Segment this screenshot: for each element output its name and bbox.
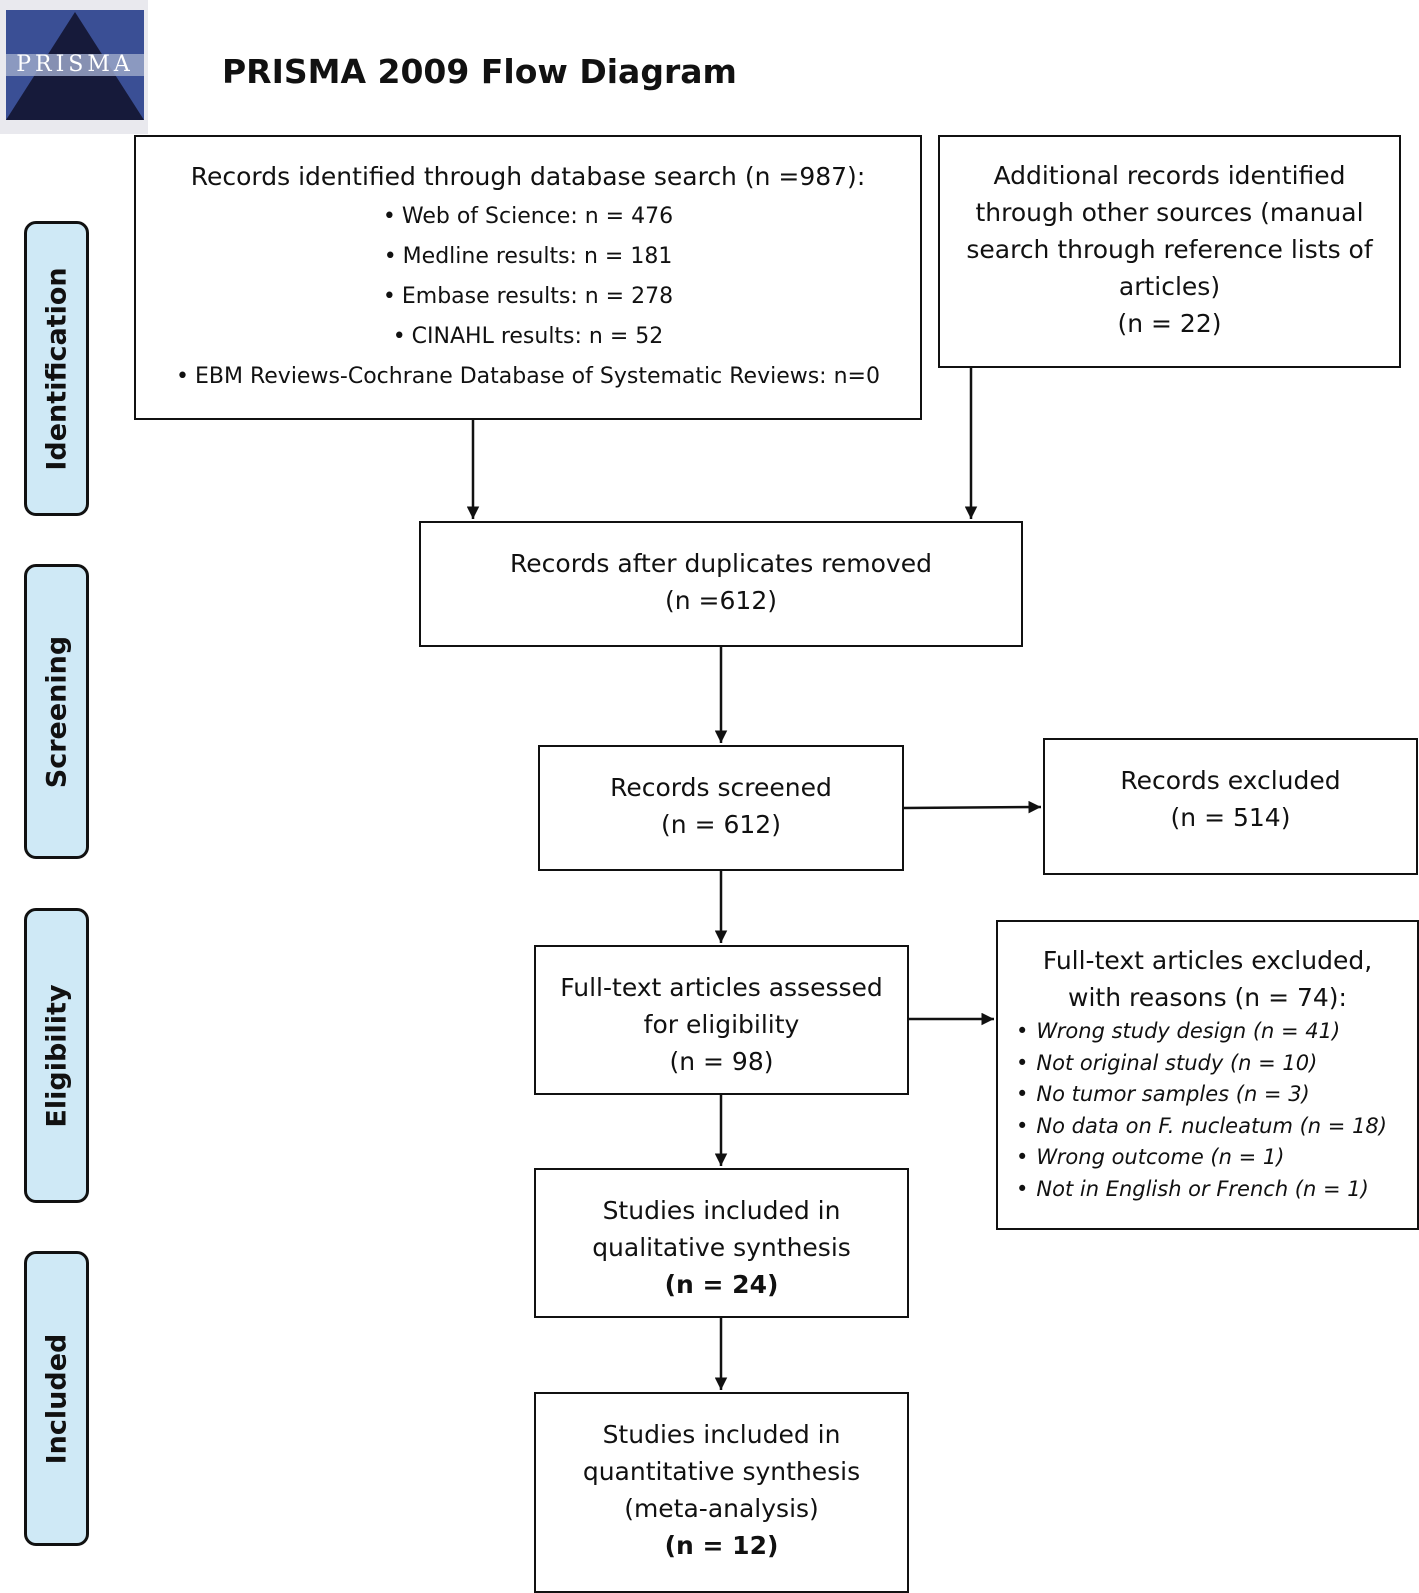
- records-excluded-label: Records excluded: [1120, 766, 1341, 795]
- full-text-excluded-box: Full-text articles excluded, with reason…: [996, 920, 1419, 1230]
- database-search-box: Records identified through database sear…: [134, 135, 922, 420]
- records-screened-label: Records screened: [610, 773, 832, 802]
- exclusion-reason: Wrong outcome (n = 1): [1016, 1142, 1417, 1174]
- quantitative-synthesis-box: Studies included in quantitative synthes…: [534, 1392, 909, 1593]
- full-text-excluded-heading: with reasons (n = 74):: [1068, 983, 1347, 1012]
- database-item: •Web of Science: n = 476: [382, 204, 674, 229]
- phase-included: Included: [24, 1251, 89, 1546]
- page-title: PRISMA 2009 Flow Diagram: [222, 52, 737, 91]
- quantitative-synthesis-line: (meta-analysis): [624, 1494, 819, 1523]
- other-sources-count: (n = 22): [1117, 309, 1222, 338]
- quantitative-synthesis-line: Studies included in: [602, 1420, 841, 1449]
- exclusion-reason: No tumor samples (n = 3): [1016, 1079, 1417, 1111]
- phase-identification: Identification: [24, 221, 89, 516]
- prisma-logo-graphic: PRISMA: [6, 10, 144, 120]
- full-text-assessed-line: Full-text articles assessed: [560, 973, 883, 1002]
- records-screened-box: Records screened (n = 612): [538, 745, 904, 871]
- exclusion-reason: Wrong study design (n = 41): [1016, 1016, 1417, 1048]
- exclusion-reason: Not in English or French (n = 1): [1016, 1174, 1417, 1206]
- exclusion-reason: No data on F. nucleatum (n = 18): [1016, 1111, 1417, 1143]
- duplicates-removed-label: Records after duplicates removed: [510, 549, 932, 578]
- full-text-assessed-count: (n = 98): [669, 1047, 774, 1076]
- full-text-assessed-line: for eligibility: [643, 1010, 800, 1039]
- qualitative-synthesis-count: (n = 24): [664, 1270, 779, 1299]
- exclusion-reasons-list: Wrong study design (n = 41) Not original…: [998, 1016, 1417, 1205]
- database-search-heading: Records identified through database sear…: [190, 162, 866, 191]
- phase-eligibility: Eligibility: [24, 908, 89, 1203]
- quantitative-synthesis-count: (n = 12): [664, 1531, 779, 1560]
- other-sources-line: Additional records identified: [993, 161, 1346, 190]
- records-excluded-box: Records excluded (n = 514): [1043, 738, 1418, 875]
- qualitative-synthesis-line: Studies included in: [602, 1196, 841, 1225]
- database-item: •EBM Reviews-Cochrane Database of System…: [176, 364, 880, 389]
- database-item: •CINAHL results: n = 52: [392, 324, 664, 349]
- database-item: •Embase results: n = 278: [382, 284, 674, 309]
- other-sources-line: articles): [1118, 272, 1221, 301]
- records-screened-count: (n = 612): [661, 810, 781, 839]
- quantitative-synthesis-line: quantitative synthesis: [582, 1457, 861, 1486]
- full-text-excluded-heading: Full-text articles excluded,: [1042, 946, 1373, 975]
- other-sources-line: search through reference lists of: [966, 235, 1373, 264]
- prisma-logo-text: PRISMA: [16, 52, 134, 77]
- prisma-logo: PRISMA: [0, 0, 148, 134]
- other-sources-line: through other sources (manual: [975, 198, 1364, 227]
- duplicates-removed-count: (n =612): [665, 586, 777, 615]
- database-item: •Medline results: n = 181: [383, 244, 673, 269]
- qualitative-synthesis-line: qualitative synthesis: [592, 1233, 851, 1262]
- arrow-screened-to-excluded: [903, 800, 1042, 814]
- phase-screening: Screening: [24, 564, 89, 859]
- records-excluded-count: (n = 514): [1170, 803, 1291, 832]
- duplicates-removed-box: Records after duplicates removed (n =612…: [419, 521, 1023, 647]
- full-text-assessed-box: Full-text articles assessed for eligibil…: [534, 945, 909, 1095]
- exclusion-reason: Not original study (n = 10): [1016, 1048, 1417, 1080]
- qualitative-synthesis-box: Studies included in qualitative synthesi…: [534, 1168, 909, 1318]
- other-sources-box: Additional records identified through ot…: [938, 135, 1401, 368]
